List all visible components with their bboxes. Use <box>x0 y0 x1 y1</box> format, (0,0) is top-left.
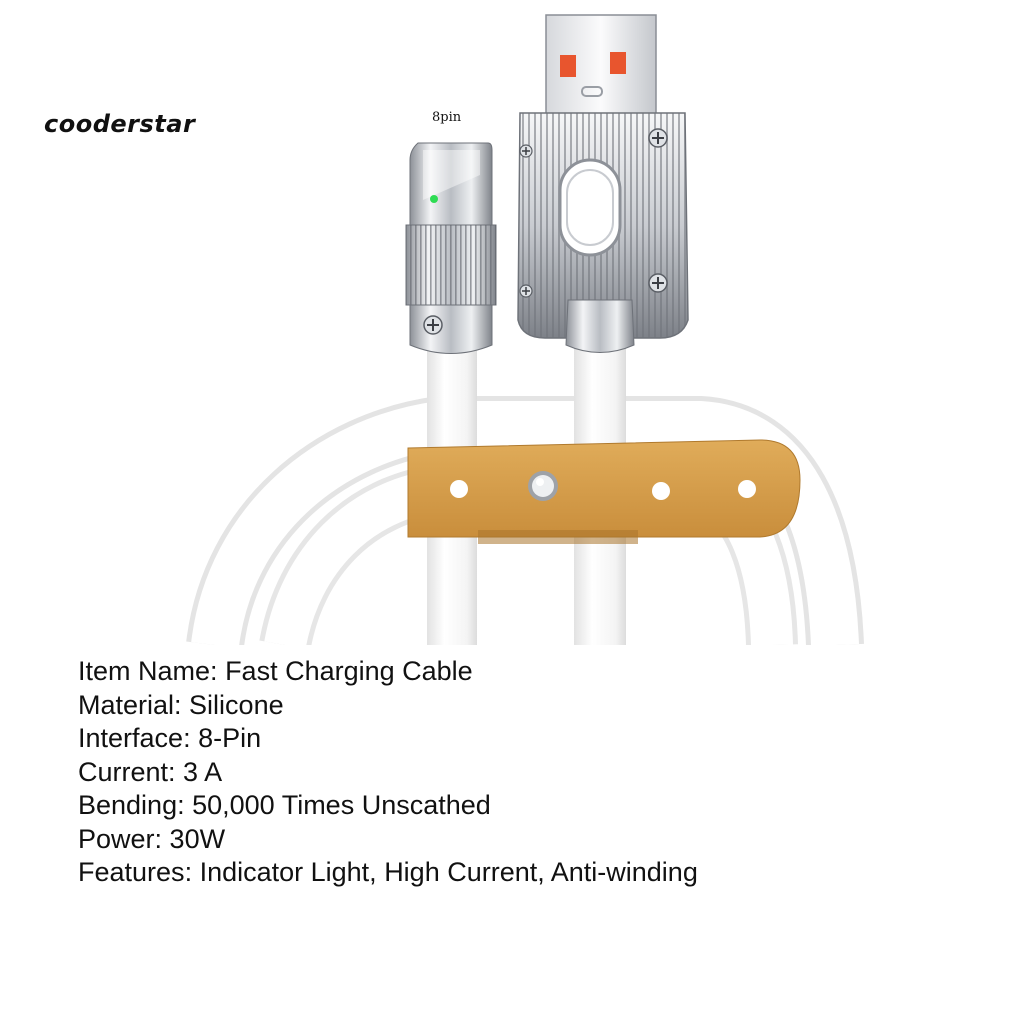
screw-icon <box>648 273 668 293</box>
brand-logo: cooderstar <box>44 110 196 138</box>
spec-item-name: Item Name: Fast Charging Cable <box>78 656 473 686</box>
spec-bending: Bending: 50,000 Times Unscathed <box>78 790 491 820</box>
product-image <box>186 14 864 645</box>
spec-current: Current: 3 A <box>78 756 223 787</box>
indicator-light-icon <box>430 195 438 203</box>
strap-hole-icon <box>738 480 756 498</box>
spec-list: Item Name: Fast Charging Cable Material:… <box>78 655 698 890</box>
screw-icon <box>519 284 533 298</box>
screw-icon <box>648 128 668 148</box>
usb-connector <box>517 14 689 353</box>
spec-power: Power: 30W <box>78 823 226 854</box>
strap-button-icon <box>528 471 558 501</box>
usb-contact-right <box>610 52 626 74</box>
connector-label: 8pin <box>432 110 462 125</box>
spec-material: Material: Silicone <box>78 689 284 720</box>
strap-hole-icon <box>652 482 670 500</box>
lightning-connector <box>405 142 497 354</box>
spec-interface: Interface: 8-Pin <box>78 723 262 753</box>
cable-strap <box>407 439 801 544</box>
spec-features: Features: Indicator Light, High Current,… <box>78 857 698 887</box>
screw-icon <box>423 315 443 335</box>
strap-hole-icon <box>450 480 468 498</box>
usb-contact-left <box>560 55 576 77</box>
screw-icon <box>519 144 533 158</box>
